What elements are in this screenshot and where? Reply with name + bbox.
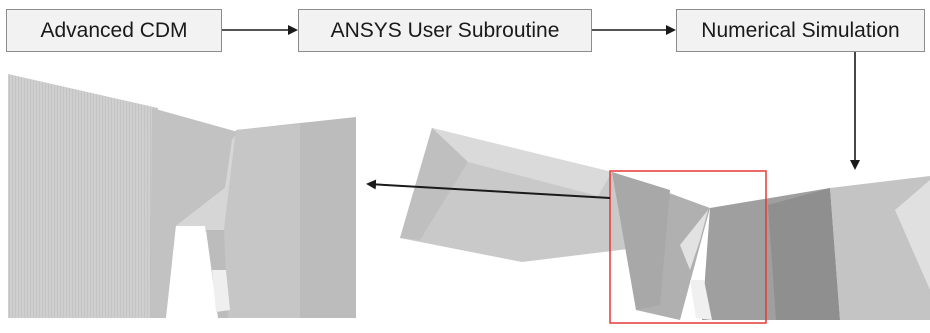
- step-advanced-cdm: Advanced CDM: [6, 9, 222, 52]
- arrow-zoom: [366, 179, 611, 199]
- step-numerical-simulation: Numerical Simulation: [676, 9, 925, 52]
- zoomed-detail: [8, 74, 356, 318]
- simulation-model: [400, 128, 930, 320]
- step-advanced-cdm-label: Advanced CDM: [40, 18, 188, 42]
- step-ansys-user-subroutine: ANSYS User Subroutine: [298, 9, 592, 52]
- step-ansys-user-subroutine-label: ANSYS User Subroutine: [330, 18, 560, 42]
- step-numerical-simulation-label: Numerical Simulation: [701, 18, 900, 42]
- highlight-box: [609, 170, 767, 324]
